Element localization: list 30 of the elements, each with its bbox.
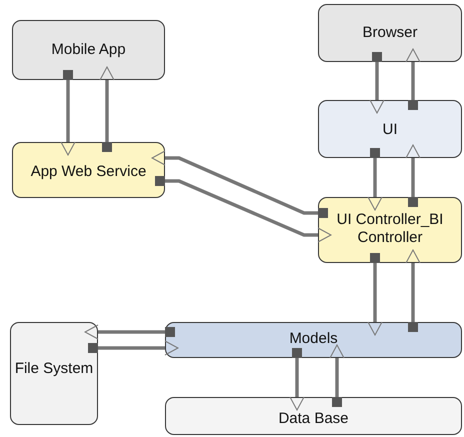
connector-arrow (100, 66, 114, 152)
connector-arrow (330, 344, 344, 407)
component-label: UI (382, 121, 398, 139)
connector-arrow (406, 144, 420, 207)
component-label: Mobile App (51, 41, 126, 59)
component-box (318, 4, 462, 62)
component-label: App Web Service (30, 163, 146, 181)
connector-arrow (152, 150, 328, 218)
connector-arrow (84, 324, 175, 340)
component-label: UI Controller_BI Controller (336, 211, 444, 247)
connector-arrow (368, 253, 382, 336)
connector-arrow (370, 52, 384, 114)
component-label: Browser (362, 24, 418, 42)
component-box (165, 322, 462, 358)
connector-arrow (290, 348, 304, 410)
connector-arrow (60, 70, 76, 156)
component-label: File System (14, 360, 94, 378)
connector-arrow (155, 176, 332, 242)
component-box (10, 322, 98, 425)
connector-arrow (406, 48, 420, 110)
component-box (318, 197, 462, 263)
connector-arrow (406, 250, 420, 332)
component-box (12, 142, 165, 198)
component-box (12, 20, 165, 80)
component-box (165, 397, 462, 435)
component-label: Data Base (278, 410, 349, 428)
connector-arrow (368, 148, 382, 210)
component-box (318, 100, 462, 158)
connector-arrow (88, 340, 178, 356)
component-label: Models (289, 330, 338, 348)
